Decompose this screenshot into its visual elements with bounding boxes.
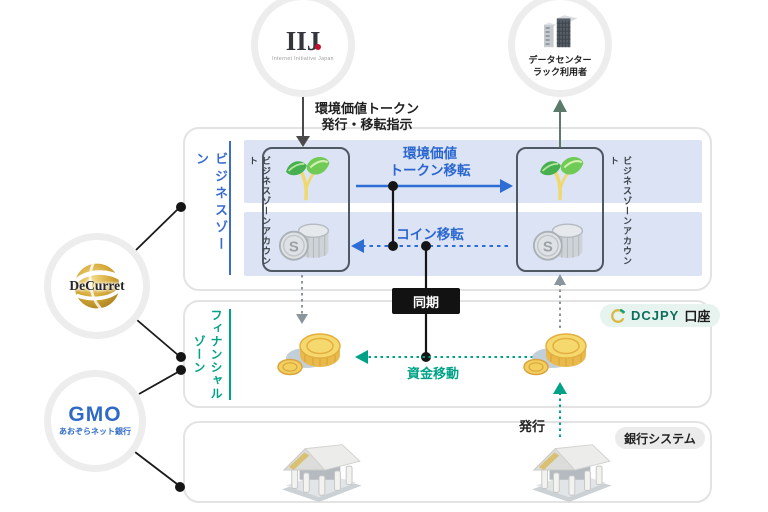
gold-coins-icon bbox=[276, 322, 354, 378]
bank-building-icon bbox=[274, 434, 362, 504]
gmo-caption: あおぞらネット銀行 bbox=[59, 427, 131, 436]
dcjpy-brand-text: DCJPY bbox=[631, 308, 680, 323]
gray-coin-stack-icon: S bbox=[278, 219, 334, 263]
gmo-financial-link bbox=[138, 365, 186, 395]
token-transfer-label: 環境価値 トークン移転 bbox=[378, 145, 482, 179]
issue-instruction-label: 環境価値トークン 発行・移転指示 bbox=[302, 101, 432, 133]
coin-transfer-label: コイン移転 bbox=[396, 227, 464, 242]
bank-building-icon bbox=[524, 434, 612, 504]
dcjpy-suffix-text: 口座 bbox=[684, 309, 711, 324]
dcjpy-account-badge: DCJPY 口座 bbox=[600, 304, 721, 327]
decurret-swirl-icon bbox=[69, 258, 125, 314]
business-zone-label: ビジネスゾーン bbox=[194, 152, 228, 254]
gmo-logo: GMO bbox=[68, 403, 122, 426]
left-business-account-box bbox=[262, 147, 350, 272]
financial-zone-label: フィナンシャル ゾーン bbox=[191, 307, 225, 401]
issue-label: 発行 bbox=[518, 419, 545, 434]
token-transfer-line2: トークン移転 bbox=[389, 163, 471, 178]
funds-transfer-label: 資金移動 bbox=[406, 366, 459, 381]
decurret-financial-link bbox=[136, 319, 186, 362]
token-transfer-line1: 環境価値 bbox=[403, 146, 457, 161]
gmo-bank-link bbox=[134, 451, 185, 492]
gold-coins-icon bbox=[522, 322, 600, 378]
seedling-icon bbox=[534, 152, 586, 202]
dcjpy-logo-icon bbox=[610, 308, 626, 324]
datacenter-caption: データセンター ラック利用者 bbox=[528, 54, 591, 78]
decurret-logo: DeCurret bbox=[69, 278, 125, 293]
left-account-label: ビジネスゾーンアカウント bbox=[248, 156, 271, 266]
iij-logo: IIJ bbox=[285, 26, 322, 56]
business-zone-divider bbox=[229, 141, 231, 275]
bank-system-badge: 銀行システム bbox=[615, 427, 705, 449]
decurret-node: DeCurret bbox=[44, 233, 150, 339]
financial-zone-divider bbox=[229, 309, 231, 400]
gray-coin-stack-icon: S bbox=[532, 219, 588, 263]
right-account-label: ビジネスゾーンアカウント bbox=[609, 156, 632, 266]
right-business-account-box bbox=[516, 147, 604, 272]
issue-instruction-line2: 発行・移転指示 bbox=[321, 117, 413, 132]
iij-red-dot-icon bbox=[315, 44, 322, 50]
seedling-icon bbox=[280, 152, 332, 202]
svg-text:S: S bbox=[543, 238, 553, 255]
financial-zone-label-line1: フィナンシャル bbox=[209, 308, 223, 400]
gmo-aozora-node: GMO あおぞらネット銀行 bbox=[44, 370, 146, 472]
svg-text:S: S bbox=[289, 238, 299, 255]
decurret-business-link bbox=[135, 202, 186, 251]
datacenter-towers-icon bbox=[537, 12, 583, 52]
iij-caption: Internet Initiative Japan bbox=[272, 56, 334, 62]
datacenter-users-node: データセンター ラック利用者 bbox=[508, 0, 612, 97]
datacenter-caption-line2: ラック利用者 bbox=[532, 67, 587, 77]
issue-instruction-line1: 環境価値トークン bbox=[314, 101, 419, 116]
sync-badge: 同期 bbox=[392, 288, 460, 314]
financial-zone-label-line2: ゾーン bbox=[192, 334, 206, 374]
iij-node: IIJ Internet Initiative Japan bbox=[251, 0, 355, 97]
datacenter-caption-line1: データセンター bbox=[528, 55, 592, 65]
